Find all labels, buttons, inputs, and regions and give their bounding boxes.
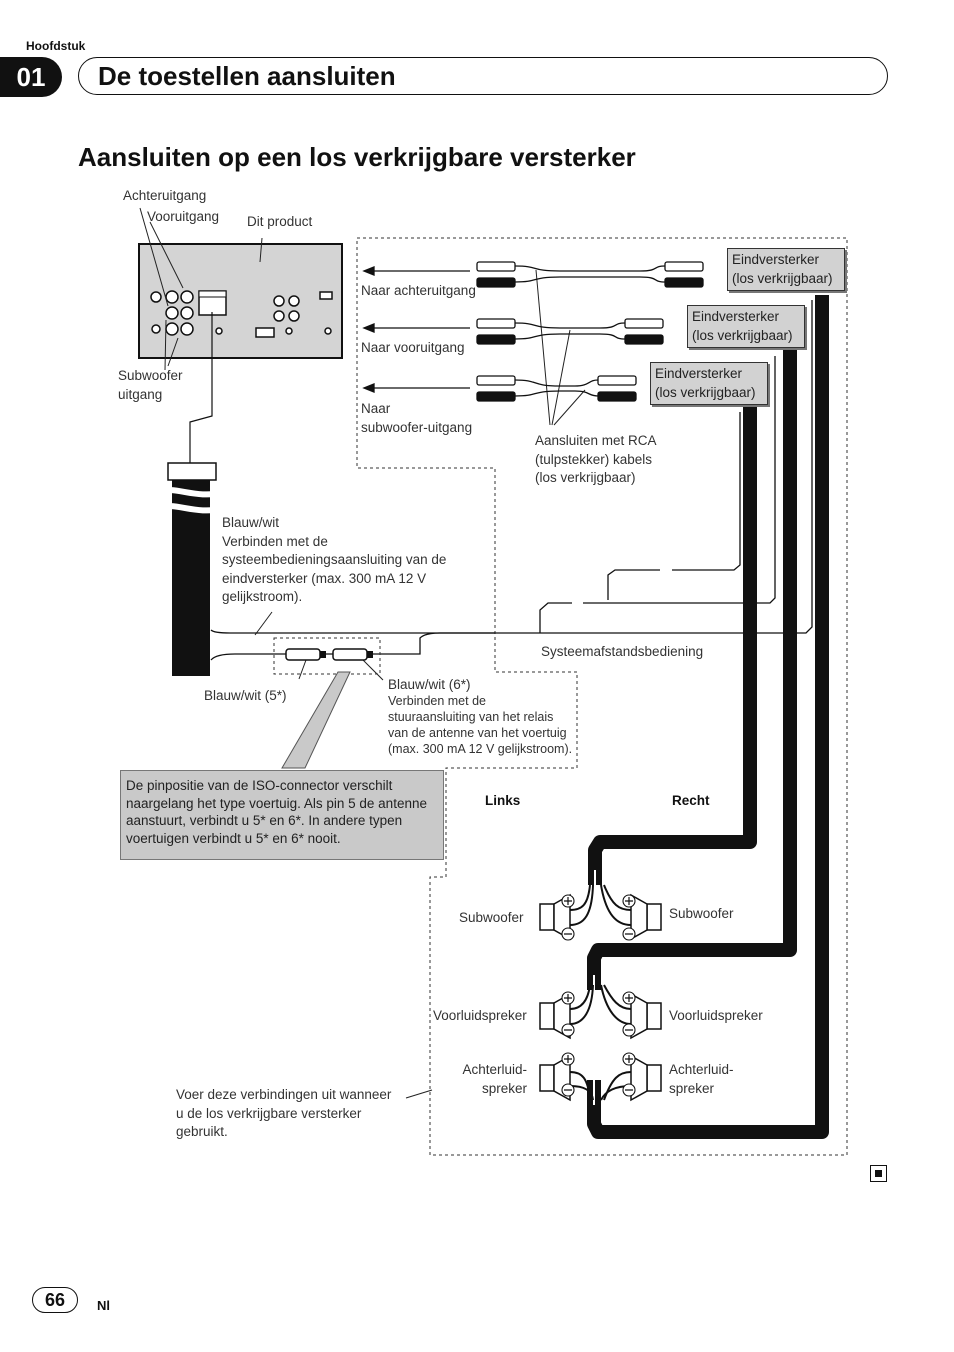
label-blue-white-5: Blauw/wit (5*) bbox=[204, 688, 287, 703]
speakers bbox=[539, 893, 662, 1102]
label-front-speaker-right: Voorluidspreker bbox=[669, 1008, 763, 1023]
language-code: Nl bbox=[97, 1298, 110, 1313]
amplifier-box-3: Eindversterker (los verkrijgbaar) bbox=[650, 362, 768, 405]
label-to-front-output: Naar vooruitgang bbox=[361, 340, 465, 355]
label-make-connections-note: Voer deze verbindingen uit wanneer u de … bbox=[176, 1087, 392, 1139]
optional-connections-region bbox=[356, 237, 848, 1156]
speaker-front-right bbox=[630, 992, 662, 1040]
label-to-rear-output: Naar achteruitgang bbox=[361, 283, 476, 298]
chapter-title-bar bbox=[78, 57, 888, 95]
speaker-subwoofer-right bbox=[630, 893, 662, 941]
iso-connectors bbox=[273, 637, 381, 769]
iso-connector-note: De pinpositie van de ISO-connector versc… bbox=[120, 770, 444, 860]
label-rear-speaker-right: Achterluid- spreker bbox=[669, 1062, 734, 1096]
rca-cables bbox=[476, 261, 704, 402]
speaker-wires bbox=[569, 884, 632, 1101]
amplifier-box-2: Eindversterker (los verkrijgbaar) bbox=[687, 305, 805, 348]
output-arrows bbox=[362, 266, 470, 393]
label-front-speaker-left: Voorluidspreker bbox=[433, 1008, 527, 1023]
label-subwoofer-output: Subwoofer uitgang bbox=[118, 368, 183, 402]
label-subwoofer-right: Subwoofer bbox=[669, 906, 734, 921]
speaker-cables bbox=[587, 295, 829, 1139]
chapter-title: De toestellen aansluiten bbox=[98, 61, 396, 91]
end-of-section-icon bbox=[870, 1165, 887, 1182]
polarity-signs bbox=[564, 897, 633, 1091]
chapter-label: Hoofdstuk bbox=[26, 39, 86, 53]
label-blue-white-6-description: Verbinden met de stuuraansluiting van he… bbox=[388, 694, 573, 756]
label-to-subwoofer-output: Naar subwoofer-uitgang bbox=[361, 401, 473, 435]
label-rca-cables: Aansluiten met RCA (tulpstekker) kabels … bbox=[535, 433, 657, 485]
cable-splits bbox=[593, 870, 596, 1105]
head-unit-rear-panel bbox=[138, 243, 343, 359]
section-title: Aansluiten op een los verkrijgbare verst… bbox=[78, 142, 636, 172]
label-rear-output: Achteruitgang bbox=[123, 188, 207, 203]
label-system-remote: Systeemafstandsbediening bbox=[541, 644, 704, 659]
label-right: Recht bbox=[672, 793, 710, 808]
label-blue-white-6: Blauw/wit (6*) bbox=[388, 677, 471, 692]
label-front-output: Vooruitgang bbox=[147, 209, 220, 224]
label-rear-speaker-left: Achterluid- spreker bbox=[462, 1062, 527, 1096]
label-subwoofer-left: Subwoofer bbox=[459, 910, 524, 925]
label-left: Links bbox=[485, 793, 521, 808]
label-this-product: Dit product bbox=[247, 214, 313, 229]
speaker-rear-right bbox=[630, 1054, 662, 1102]
wiring-harness bbox=[158, 300, 813, 676]
amplifier-box-1: Eindversterker (los verkrijgbaar) bbox=[727, 248, 845, 291]
page-number: 66 bbox=[32, 1287, 78, 1313]
label-blue-white-description: Blauw/wit Verbinden met de systeembedien… bbox=[222, 515, 447, 604]
chapter-number-badge: 01 bbox=[0, 57, 62, 97]
